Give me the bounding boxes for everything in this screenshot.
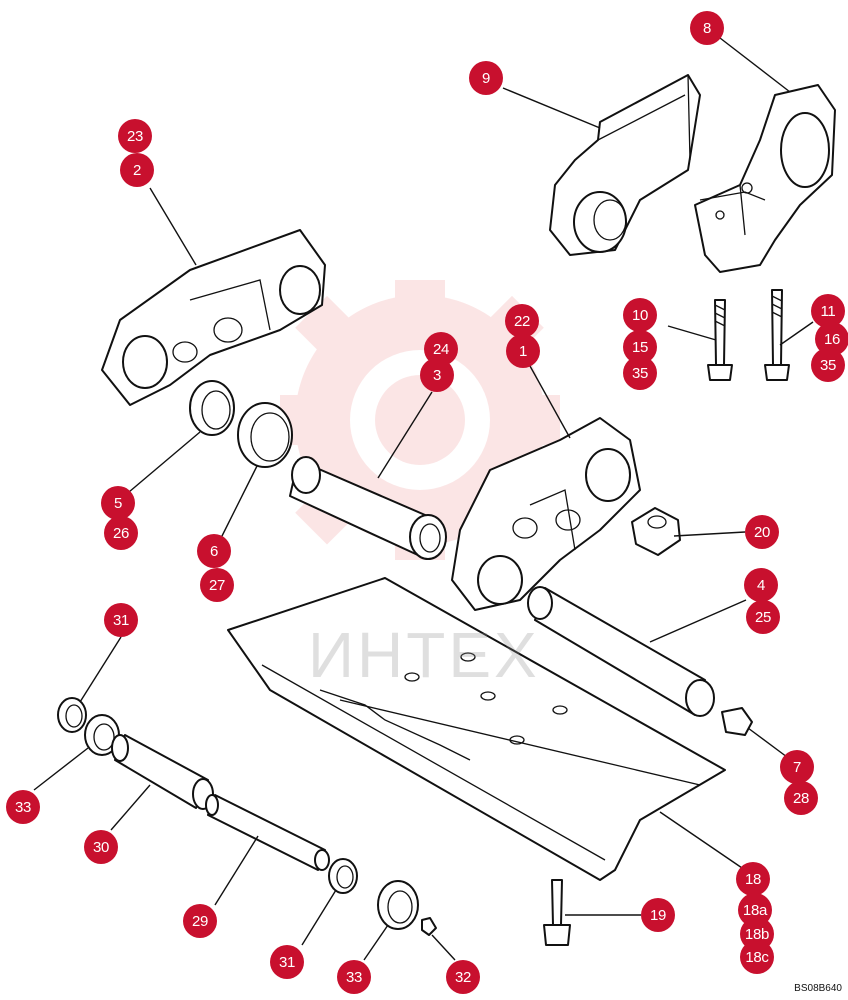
callout-8[interactable]: 8	[690, 11, 724, 45]
callout-25[interactable]: 25	[746, 600, 780, 634]
part-29-pin	[205, 794, 330, 871]
callout-35-right[interactable]: 35	[811, 348, 845, 382]
part-7-plug	[721, 707, 753, 736]
part-5-bushing-ring	[189, 380, 235, 436]
part-20-nut	[631, 507, 681, 556]
callout-2[interactable]: 2	[120, 153, 154, 187]
callout-32[interactable]: 32	[446, 960, 480, 994]
part-3-bushing	[289, 456, 447, 560]
part-18-track-shoe	[227, 577, 726, 881]
callout-22[interactable]: 22	[505, 304, 539, 338]
callout-26[interactable]: 26	[104, 516, 138, 550]
callout-35-left[interactable]: 35	[623, 356, 657, 390]
callout-23[interactable]: 23	[118, 119, 152, 153]
callout-7[interactable]: 7	[780, 750, 814, 784]
callout-18c[interactable]: 18c	[740, 940, 774, 974]
part-6-seal	[237, 402, 293, 468]
part-4-pin	[527, 586, 715, 717]
callout-33-lower[interactable]: 33	[337, 960, 371, 994]
part-30-bushing	[111, 734, 214, 810]
callout-31-upper[interactable]: 31	[104, 603, 138, 637]
part-9-left-bracket	[549, 74, 701, 256]
callout-18[interactable]: 18	[736, 862, 770, 896]
callout-30[interactable]: 30	[84, 830, 118, 864]
part-32-plug	[421, 917, 437, 936]
callout-31-lower[interactable]: 31	[270, 945, 304, 979]
drawing-code: BS08B640	[794, 983, 842, 994]
callout-20[interactable]: 20	[745, 515, 779, 549]
part-10-bolt	[707, 299, 733, 381]
callout-6[interactable]: 6	[197, 534, 231, 568]
callout-11[interactable]: 11	[811, 294, 845, 328]
part-19-bolt	[543, 879, 571, 946]
callout-28[interactable]: 28	[784, 781, 818, 815]
callout-4[interactable]: 4	[744, 568, 778, 602]
part-33-seal-right	[377, 880, 419, 930]
part-31-ring-right	[328, 858, 358, 894]
callout-5[interactable]: 5	[101, 486, 135, 520]
part-11-bolt	[764, 289, 790, 381]
callout-9[interactable]: 9	[469, 61, 503, 95]
part-1-link	[451, 417, 641, 611]
callout-10[interactable]: 10	[623, 298, 657, 332]
part-8-right-bracket	[694, 84, 836, 273]
callout-27[interactable]: 27	[200, 568, 234, 602]
callout-3[interactable]: 3	[420, 358, 454, 392]
callout-33-upper[interactable]: 33	[6, 790, 40, 824]
callout-29[interactable]: 29	[183, 904, 217, 938]
part-2-link	[101, 229, 326, 406]
leader-lines	[33, 37, 814, 961]
part-31-ring-left	[57, 697, 87, 733]
callout-1[interactable]: 1	[506, 334, 540, 368]
callout-19[interactable]: 19	[641, 898, 675, 932]
